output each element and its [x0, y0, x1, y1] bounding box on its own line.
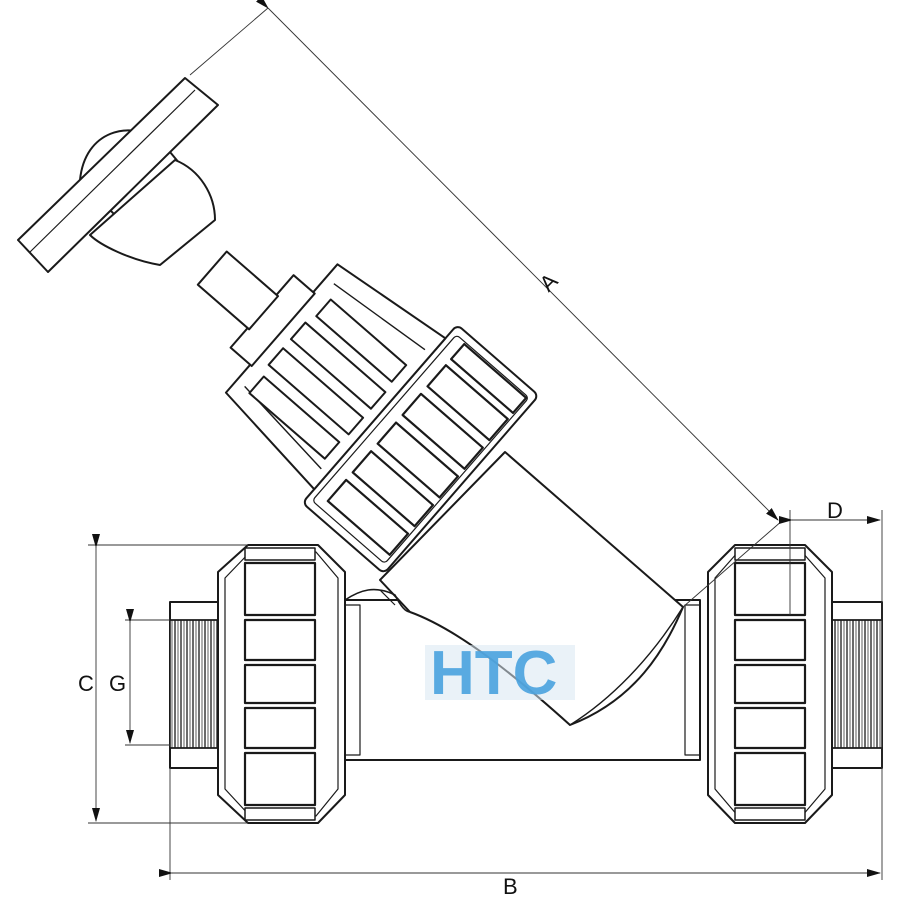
label-b: B	[503, 874, 518, 899]
watermark-logo: HTC	[425, 639, 575, 708]
handwheel-icon	[17, 77, 219, 273]
dimension-lines	[88, 0, 883, 880]
label-d: D	[827, 498, 843, 523]
label-g: G	[109, 671, 126, 696]
label-c: C	[78, 671, 94, 696]
union-nut-icon	[217, 544, 346, 824]
label-a: A	[534, 268, 562, 296]
dimension-labels: A B C D G	[78, 268, 843, 899]
union-nut-icon	[707, 544, 833, 824]
watermark-text: HTC	[430, 639, 557, 708]
left-end-connector	[169, 544, 346, 824]
right-end-connector	[707, 544, 883, 824]
